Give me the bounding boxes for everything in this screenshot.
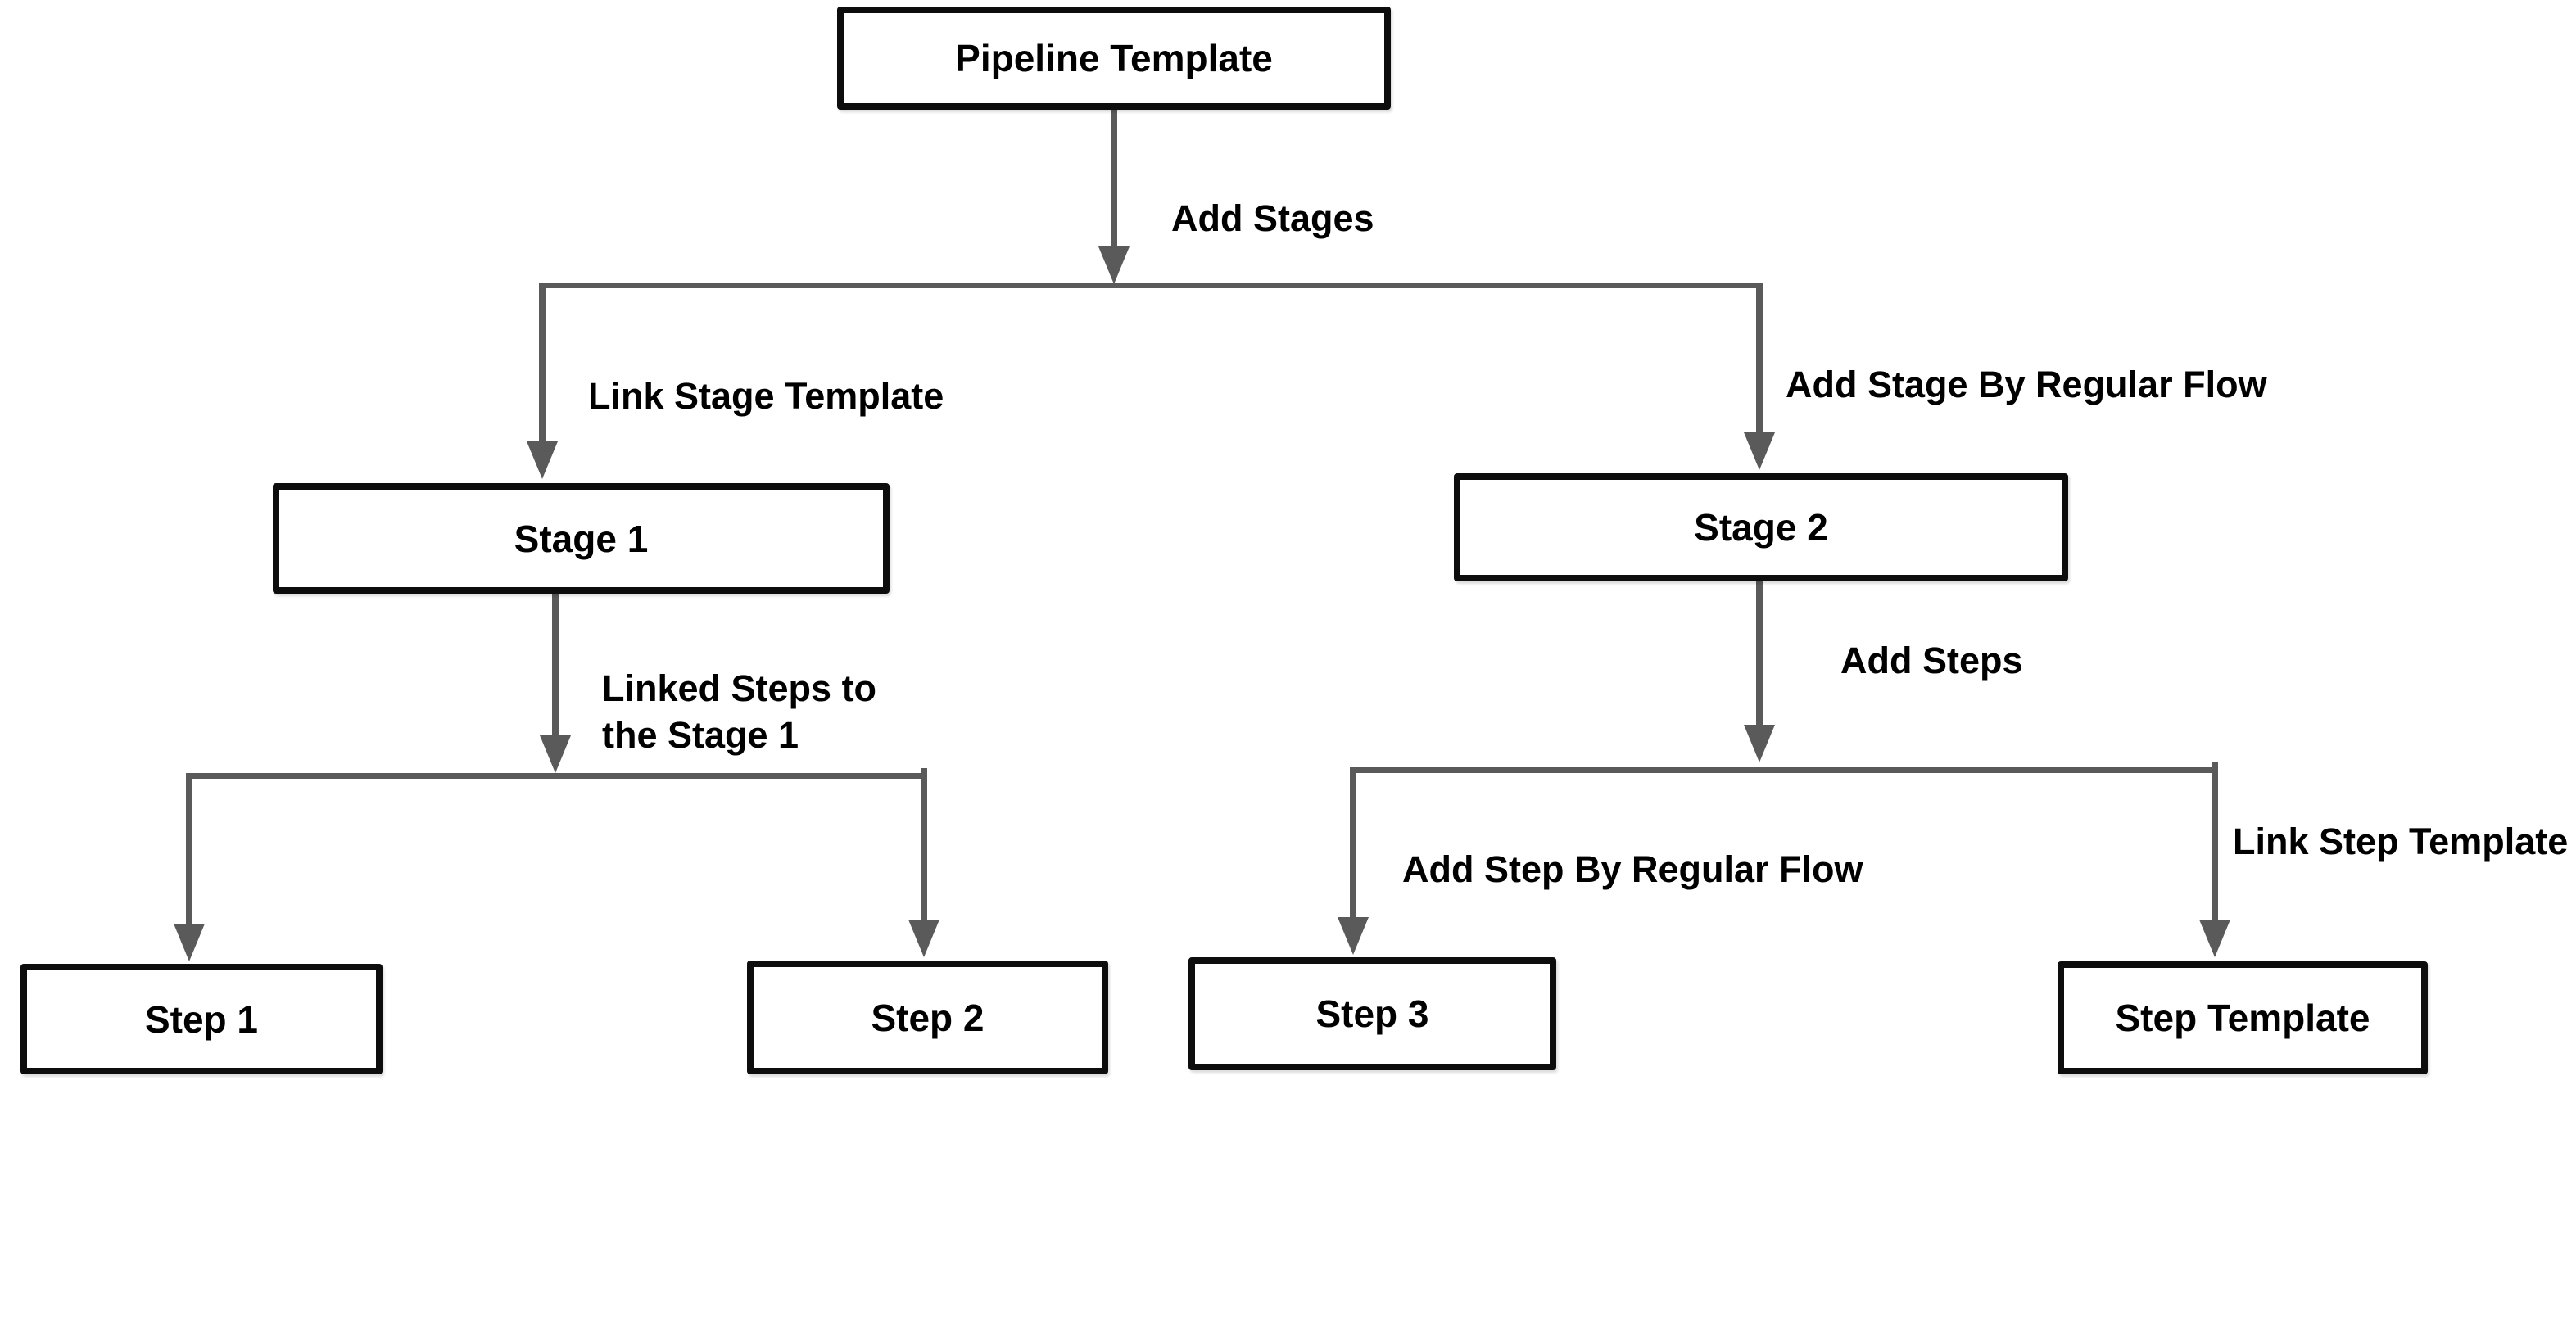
node-label: Stage 1 — [514, 517, 649, 560]
connector-add-stage-regular-flow-line — [1756, 283, 1763, 432]
connector-stage1-steps-split-line — [186, 773, 927, 779]
arrowhead-down-icon — [527, 441, 558, 479]
arrowhead-down-icon — [908, 920, 939, 957]
node-step-3: Step 3 — [1188, 957, 1556, 1070]
connector-stage2-to-steps-line — [1756, 581, 1763, 725]
arrowhead-down-icon — [174, 924, 205, 961]
edge-label-add-stage-by-regular-flow: Add Stage By Regular Flow — [1786, 364, 2267, 405]
edge-label-line: Linked Steps to — [602, 667, 877, 709]
edge-label-add-steps: Add Steps — [1840, 640, 2023, 681]
connector-step2-line — [921, 768, 927, 920]
node-label: Step 2 — [871, 996, 985, 1039]
edge-label-line: the Stage 1 — [602, 714, 799, 756]
connector-step3-line — [1350, 767, 1356, 917]
arrowhead-down-icon — [1098, 246, 1130, 284]
node-pipeline-template: Pipeline Template — [837, 7, 1391, 110]
arrowhead-down-icon — [1744, 432, 1775, 470]
node-step-2: Step 2 — [747, 961, 1108, 1074]
edge-label-add-step-by-regular-flow: Add Step By Regular Flow — [1402, 848, 1863, 890]
arrowhead-down-icon — [1744, 725, 1775, 762]
connector-step-template-line — [2212, 762, 2218, 920]
node-step-template: Step Template — [2058, 961, 2428, 1074]
node-label: Pipeline Template — [955, 37, 1273, 79]
node-label: Step Template — [2115, 997, 2370, 1039]
connector-pipeline-to-split-line — [1111, 110, 1117, 246]
node-stage-1: Stage 1 — [273, 483, 890, 594]
connector-stage1-to-steps-line — [552, 594, 559, 735]
edge-label-link-stage-template: Link Stage Template — [588, 375, 944, 417]
arrowhead-down-icon — [540, 735, 571, 773]
connector-stages-split-line — [539, 283, 1763, 288]
connector-link-stage-template-line — [539, 283, 546, 441]
connector-stage2-steps-split-line — [1350, 767, 2218, 773]
node-stage-2: Stage 2 — [1454, 473, 2068, 581]
edge-label-linked-steps-to-stage-1: Linked Steps to the Stage 1 — [602, 665, 876, 758]
arrowhead-down-icon — [2199, 920, 2230, 957]
edge-label-add-stages: Add Stages — [1171, 197, 1374, 239]
node-label: Stage 2 — [1694, 506, 1828, 549]
arrowhead-down-icon — [1338, 917, 1369, 955]
node-label: Step 3 — [1315, 992, 1429, 1035]
connector-step1-line — [186, 773, 192, 924]
edge-label-link-step-template: Link Step Template — [2233, 820, 2569, 862]
node-label: Step 1 — [144, 997, 259, 1041]
node-step-1: Step 1 — [20, 964, 383, 1074]
